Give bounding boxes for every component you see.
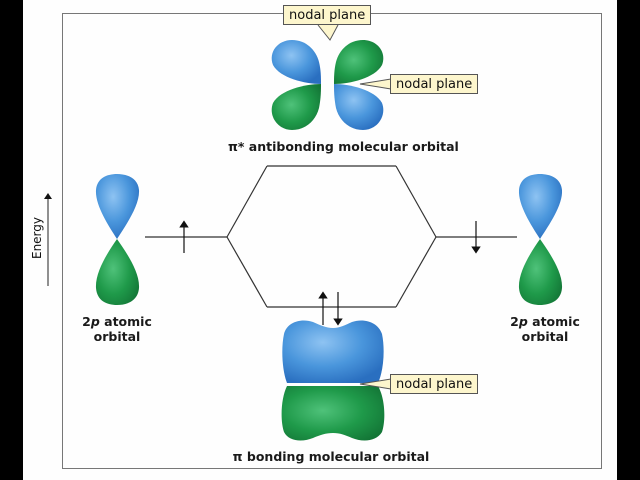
ao-line2: orbital [93,329,141,344]
antibonding-lobe-bottom-right [334,84,384,130]
correlation-line [226,236,268,308]
right-atomic-orbital-label: 2p atomic orbital [505,314,585,344]
right-p-lobe-blue [518,174,563,239]
left-p-lobe-green [95,239,140,305]
callout-pointer [359,378,392,390]
left-p-lobe-blue [95,174,140,239]
bonding-lobe-blue [282,320,384,383]
nodal-plane-callout-antibonding: nodal plane [390,74,479,94]
ao-prefix: 2 [82,314,91,329]
nodal-plane-callout-bonding: nodal plane [390,374,479,394]
callout-pointer [359,78,392,90]
ao-suffix: atomic [527,314,580,329]
antibonding-orbital [271,40,384,130]
nodal-plane-callout-top: nodal plane [283,5,372,25]
antibonding-label: π* antibonding molecular orbital [228,139,459,154]
right-2p-orbital [518,174,563,305]
correlation-line [395,165,437,238]
ao-italic: p [518,314,528,329]
ao-prefix: 2 [510,314,519,329]
ao-suffix: atomic [99,314,152,329]
correlation-line [226,165,268,238]
energy-levels [145,165,517,308]
ao-line2: orbital [521,329,569,344]
left-atomic-orbital-label: 2p atomic orbital [77,314,157,344]
bonding-label: π bonding molecular orbital [232,449,430,464]
left-2p-orbital [95,174,140,305]
ao-italic: p [90,314,100,329]
correlation-line [395,236,437,308]
callout-pointer [317,24,339,41]
antibonding-lobe-top-right [334,40,384,84]
antibonding-lobe-top-left [271,40,321,84]
right-p-lobe-green [518,239,563,305]
antibonding-lobe-bottom-left [271,84,321,130]
bonding-orbital [281,320,385,441]
energy-axis-label: Energy [30,217,44,260]
bonding-lobe-green [281,386,385,441]
